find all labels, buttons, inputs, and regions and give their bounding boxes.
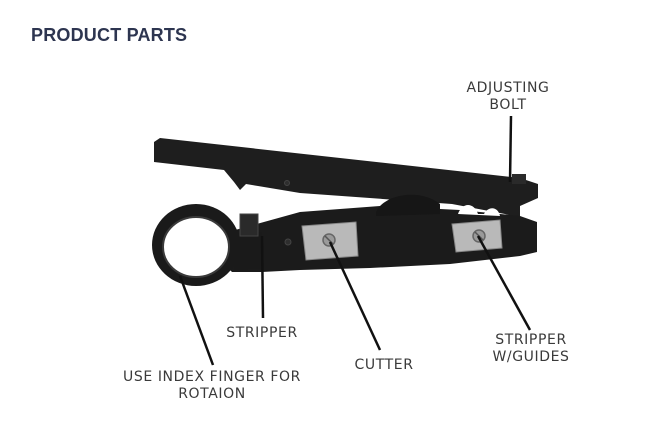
label-stripper-guides: STRIPPER W/GUIDES: [492, 332, 570, 365]
leader-stripper-guides: [476, 235, 532, 331]
upper-lever: [154, 138, 538, 218]
leader-cutter: [328, 241, 382, 351]
label-index-finger: USE INDEX FINGER FOR ROTAION: [122, 369, 302, 402]
leader-index-finger: [178, 275, 215, 366]
adjusting-bolt: [512, 174, 526, 184]
stripper-slot: [239, 213, 259, 237]
label-adjusting-bolt: ADJUSTING BOLT: [466, 80, 550, 113]
rivet-icon: [284, 238, 292, 246]
finger-ring-rim: [162, 216, 230, 278]
leader-adjusting-bolt: [508, 115, 513, 183]
lower-body: [222, 206, 537, 272]
hinge-cover: [376, 194, 440, 216]
page-title: PRODUCT PARTS: [31, 25, 188, 45]
label-cutter: CUTTER: [354, 357, 414, 373]
guide-notches: [458, 205, 500, 216]
leader-stripper: [260, 235, 265, 319]
ring-neck: [234, 232, 262, 270]
lever-rivet-icon: [284, 180, 290, 186]
finger-ring-inner: [163, 217, 229, 277]
label-stripper: STRIPPER: [226, 325, 298, 341]
